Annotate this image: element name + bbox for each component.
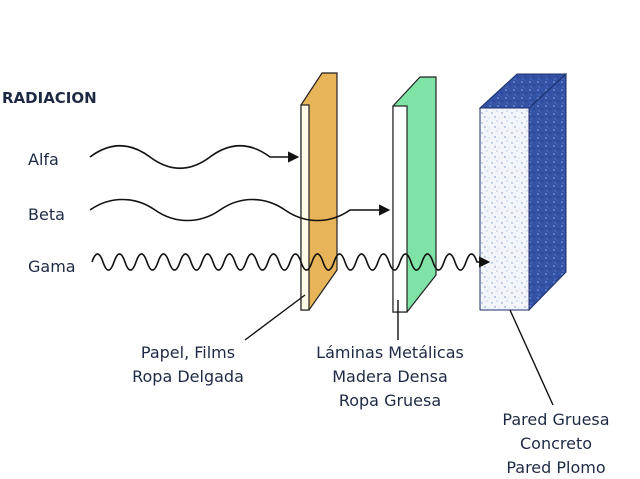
wave-alfa (89, 145, 300, 169)
wave-label-gama: Gama (28, 257, 76, 276)
barrier-label-wall-1: Pared Gruesa (502, 410, 609, 429)
wave-beta (89, 198, 391, 222)
diagram-title: RADIACION (2, 89, 97, 107)
wave-gama (91, 253, 491, 271)
barrier-label-wall-2: Concreto (520, 434, 592, 453)
barrier-label-metal-2: Madera Densa (332, 367, 448, 386)
barrier-label-metal-1: Láminas Metálicas (316, 343, 464, 362)
leader-line-paper (244, 294, 306, 341)
barrier-label-metal-3: Ropa Gruesa (339, 391, 441, 410)
barrier-thick-wall (478, 72, 568, 312)
barrier-label-paper-2: Ropa Delgada (132, 367, 244, 386)
wave-label-alfa: Alfa (28, 150, 59, 169)
leader-line-wall (509, 309, 554, 406)
barrier-label-wall-3: Pared Plomo (506, 458, 605, 477)
barrier-metal-sheets (392, 76, 437, 313)
barrier-label-paper-1: Papel, Films (141, 343, 235, 362)
barrier-paper (300, 72, 338, 311)
wave-label-beta: Beta (28, 205, 65, 224)
